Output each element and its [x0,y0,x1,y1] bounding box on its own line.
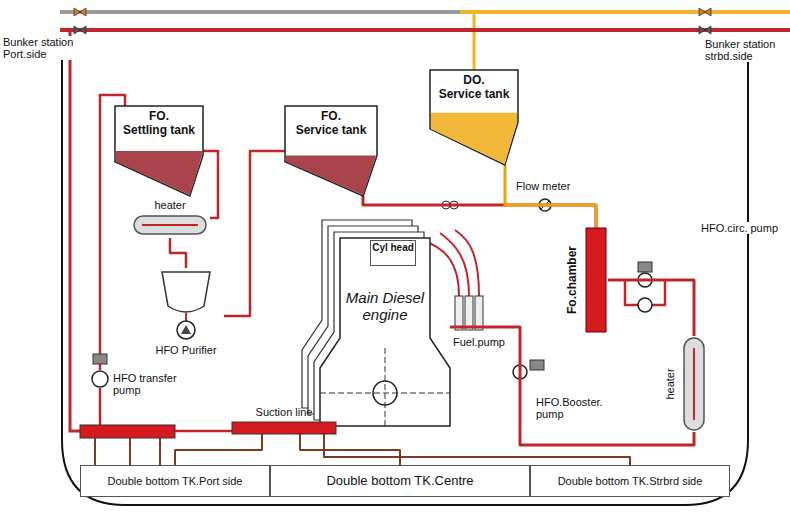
pipe-connector [300,434,400,465]
node-text: heater [130,199,210,211]
double-bottom-tank: Double bottom TK.Port side [80,465,270,497]
pump-label: Fuel.pump [452,336,516,348]
pump-motor [93,354,107,364]
double-bottom-tank: Double bottom TK.Centre [270,465,530,497]
tank-outline [430,70,518,165]
node-text: Cyl head [370,242,416,253]
pump-label: HFO.Booster. pump [535,396,623,420]
crankshaft [373,381,397,405]
heater-body [134,216,206,234]
bunker-station-label: Bunker station strbd.side [704,38,790,62]
heater-coil [693,348,695,420]
flow-meter-label: Flow meter [515,180,581,192]
manifold [80,425,175,438]
bunker-pipe [60,28,790,32]
main-engine: Main Diesel engine Cyl head [320,228,450,426]
node-text: Service tank [430,88,518,101]
hull-outline [62,40,748,505]
purifier: HFO Purifier [148,268,224,364]
settling-tank: FO.Settling tank [115,106,203,196]
pump-label: HFO.circ. pump [700,222,782,234]
engine-outline [320,238,450,426]
valve [699,26,711,34]
heater: heater [130,198,210,238]
node-text: FO. [285,110,377,123]
pipe-connector [608,280,694,336]
tank-contents [116,151,202,195]
node-text: Double bottom TK.Port side [80,475,270,487]
tank-outline [285,106,377,196]
node-text: Double bottom TK.Strbrd side [530,475,730,487]
box-outline [531,466,730,497]
fill-pipe [70,30,80,431]
pump-motor [638,262,652,272]
valve [74,8,86,16]
fo-service-tank: FO.Service tank [285,106,377,196]
node-text: DO. [430,74,518,87]
pipe-connector [450,327,694,445]
node-text: heater [664,336,676,432]
fo-chamber: Fo.chamber [560,228,608,332]
node-text: Suction line [232,406,336,418]
node-text: Double bottom TK.Centre [270,474,530,488]
purifier-pipe [185,313,187,321]
manifold-body [232,422,336,434]
transfer-pipe [99,388,102,425]
valve [699,8,711,16]
pump-label: HFO transfer pump [112,372,200,396]
box-outline [81,466,270,497]
fuel-pump-symbol [465,296,473,330]
tank-contents [431,113,517,164]
suction-manifold: Suction line [232,404,336,434]
purifier-pump-mark [181,325,191,334]
grey-pipe [60,10,790,14]
pump-motor [530,360,544,370]
pipe-connector [224,151,285,316]
heater-body [684,338,704,430]
fuel-pump-symbol [455,296,463,330]
manifold-pipe [175,430,232,433]
box-outline [371,241,416,266]
node-text: Main Diesel engine [320,290,450,323]
node-text: Fo.chamber [566,228,579,332]
fuel-pump-symbol [475,296,483,330]
do-pipe [460,10,790,14]
box-outline [271,466,530,497]
purifier-bowl [162,272,210,312]
tank-outline [115,106,203,196]
heater-coil [142,224,198,226]
pipe-connector [175,434,262,465]
node-text: HFO Purifier [148,344,224,356]
transfer-pump-symbol [92,371,108,387]
pipe-connector [170,238,186,268]
valve [74,26,86,34]
bunker-station-label: Bunker station Port.side [2,36,88,60]
pipe-connector [203,151,218,218]
chamber-body [586,228,606,332]
heater: heater [658,336,710,432]
pipe-connector [324,434,630,465]
node-text: FO. [115,110,203,123]
tank-suction-pipe [95,438,160,465]
node-text: Settling tank [115,124,203,137]
cylinder-head: Cyl head [370,240,416,266]
pipe-connector [505,165,596,228]
purifier-pump [177,321,195,339]
circ-pump-symbol [638,298,652,312]
pipe-connector [363,196,596,228]
crank-axis [320,348,450,426]
tank-contents [286,156,376,196]
double-bottom-tank: Double bottom TK.Strbrd side [530,465,730,497]
do-fill-pipe [473,12,476,70]
node-text: Service tank [285,124,377,137]
do-service-tank: DO.Service tank [430,70,518,165]
